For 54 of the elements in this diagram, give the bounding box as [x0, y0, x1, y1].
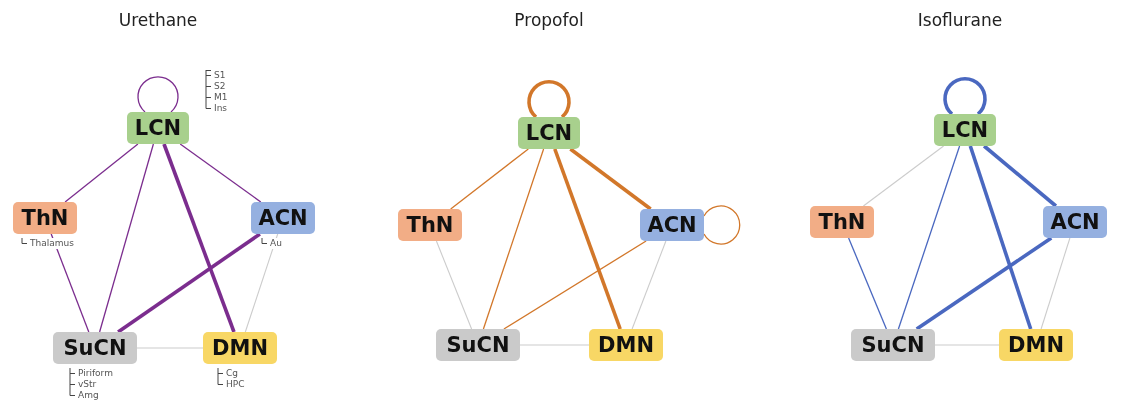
network-node: DMN: [589, 329, 663, 361]
loop-connector: [943, 77, 987, 116]
network-node: SuCN: [851, 329, 935, 361]
network-node: DMN: [203, 332, 277, 364]
connector-line: [982, 144, 1058, 208]
region-label: Cg: [226, 368, 238, 379]
loop-connector: [527, 80, 571, 119]
network-node: ACN: [1043, 206, 1107, 238]
network-node: ThN: [398, 209, 462, 241]
network-node: ThN: [13, 202, 77, 234]
connector-line: [179, 143, 262, 203]
connector-line: [162, 143, 236, 333]
connector-line: [915, 236, 1053, 331]
region-label: Thalamus: [30, 238, 74, 249]
connector-line: [897, 145, 961, 330]
connector-line: [117, 232, 261, 334]
network-node: LCN: [127, 112, 189, 144]
network-node: LCN: [934, 114, 996, 146]
panel-title: Urethane: [118, 10, 198, 30]
connector-line: [244, 233, 279, 333]
loop-connector: [137, 76, 179, 113]
connector-line: [482, 148, 545, 330]
region-label: Amg: [78, 390, 99, 401]
network-node: ACN: [640, 209, 704, 241]
panel-title: Propofol: [514, 10, 584, 30]
connector-line: [64, 143, 139, 203]
connector-line: [553, 148, 622, 330]
panel-title: Isoflurane: [917, 10, 1003, 30]
region-label: S1: [214, 70, 226, 81]
network-node: LCN: [518, 117, 580, 149]
connector-line: [1040, 237, 1071, 330]
network-node: SuCN: [53, 332, 137, 364]
connector-line: [503, 240, 647, 330]
connector-line: [98, 143, 155, 333]
network-node: ThN: [810, 206, 874, 238]
connector-line: [631, 240, 667, 330]
region-label: Ins: [214, 103, 228, 114]
connector-line: [847, 237, 888, 330]
region-label: HPC: [226, 379, 245, 390]
connector-line: [450, 148, 529, 210]
network-node: ACN: [251, 202, 315, 234]
network-node: DMN: [999, 329, 1073, 361]
region-label: Au: [270, 238, 282, 249]
region-label: S2: [214, 81, 226, 92]
region-label: M1: [214, 92, 228, 103]
region-label: Piriform: [78, 368, 113, 379]
connector-line: [862, 145, 945, 207]
connector-line: [968, 145, 1033, 330]
connector-line: [435, 240, 473, 330]
connector-line: [50, 233, 90, 333]
loop-connector: [703, 205, 741, 245]
network-node: SuCN: [436, 329, 520, 361]
connector-line: [569, 147, 652, 211]
region-label: vStr: [78, 379, 97, 390]
